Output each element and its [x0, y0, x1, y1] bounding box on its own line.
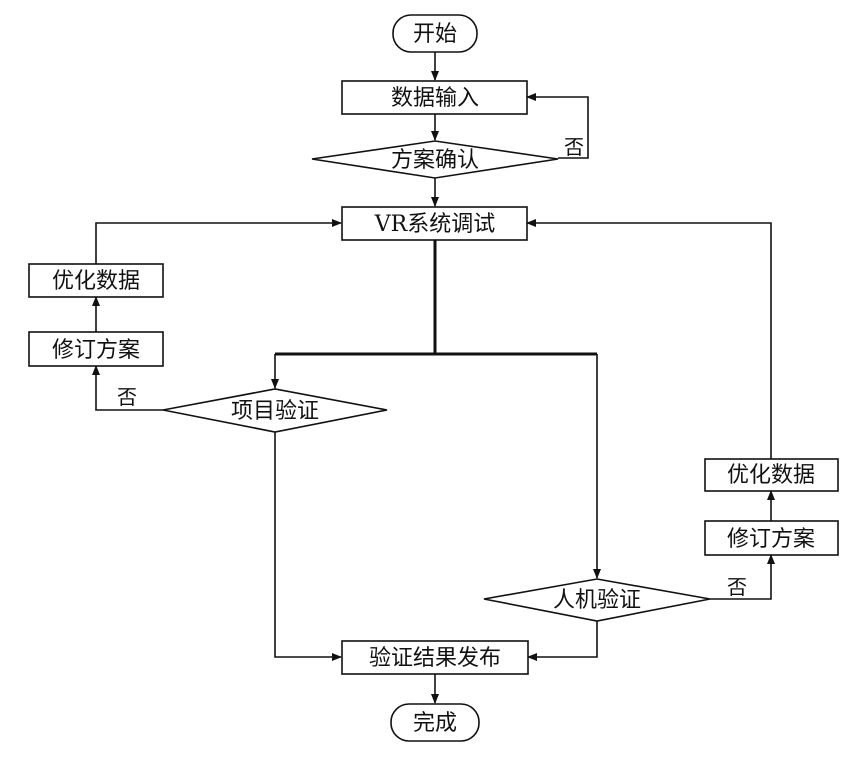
- node-left-revise: 修订方案: [28, 331, 164, 367]
- edge-human-to-publish: [527, 621, 598, 661]
- right-optimize-label: 优化数据: [727, 463, 815, 488]
- end-label: 完成: [413, 711, 457, 736]
- node-right-revise: 修订方案: [704, 520, 839, 556]
- node-left-optimize: 优化数据: [28, 263, 164, 298]
- start-label: 开始: [413, 22, 457, 47]
- left-optimize-label: 优化数据: [52, 269, 140, 294]
- edge-human-no: [710, 554, 775, 600]
- node-publish: 验证结果发布: [341, 640, 529, 675]
- right-revise-label: 修订方案: [727, 527, 815, 552]
- publish-label: 验证结果发布: [369, 646, 501, 671]
- human-verify-no-label: 否: [727, 575, 747, 599]
- connectors: [92, 52, 775, 704]
- data-input-label: 数据输入: [391, 86, 479, 111]
- edge-confirm-no-loop: [526, 93, 589, 159]
- plan-confirm-label: 方案确认: [391, 148, 479, 173]
- plan-confirm-no-label: 否: [564, 135, 584, 159]
- node-right-optimize: 优化数据: [704, 458, 839, 492]
- node-start: 开始: [392, 14, 478, 53]
- node-vr-debug: VR系统调试: [341, 206, 528, 241]
- node-human-verify: 人机验证: [483, 578, 711, 622]
- vr-debug-label: VR系统调试: [374, 212, 495, 237]
- human-verify-label: 人机验证: [553, 588, 641, 613]
- node-data-input: 数据输入: [341, 80, 528, 115]
- edge-right-optimize-to-vr: [526, 219, 772, 459]
- edge-project-no: [92, 365, 163, 411]
- left-revise-label: 修订方案: [52, 338, 140, 363]
- node-project-verify: 项目验证: [162, 388, 388, 433]
- edge-project-to-publish: [274, 432, 342, 661]
- node-end: 完成: [390, 703, 480, 742]
- node-plan-confirm: 方案确认: [311, 140, 559, 179]
- project-verify-label: 项目验证: [231, 399, 319, 424]
- edge-left-optimize-to-vr: [95, 219, 342, 264]
- project-verify-no-label: 否: [117, 385, 137, 409]
